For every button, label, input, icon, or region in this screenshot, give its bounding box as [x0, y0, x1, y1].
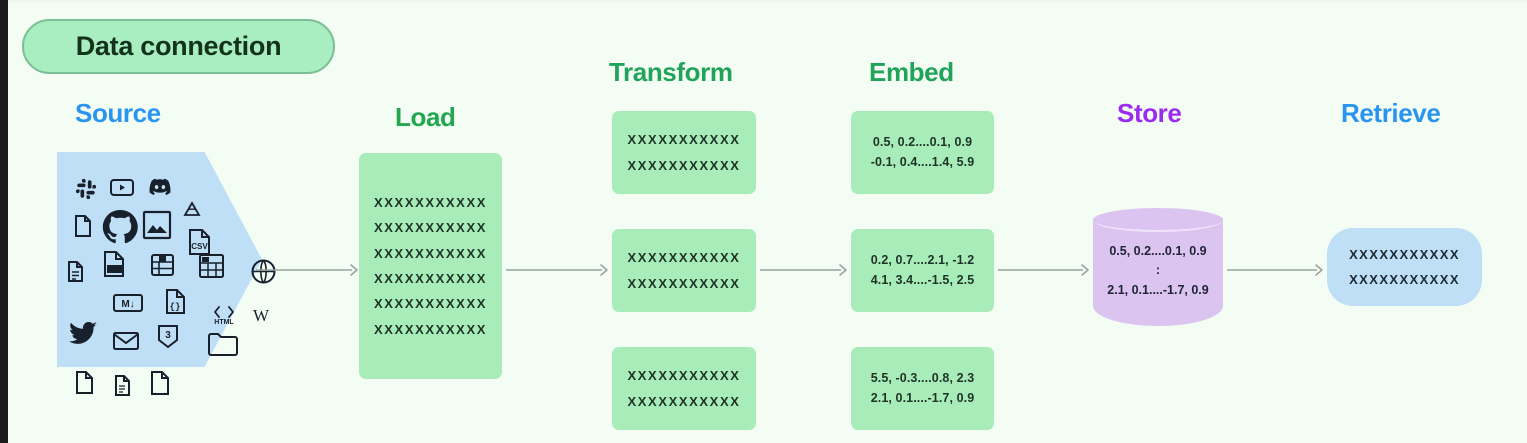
spreadsheet-icon: [197, 252, 226, 280]
file-icon: [74, 370, 95, 395]
transform-row: XXXXXXXXXXX: [627, 157, 741, 173]
csv-file-icon: CSV: [187, 228, 213, 256]
load-row: XXXXXXXXXXX: [374, 296, 487, 312]
discord-icon: [147, 176, 173, 197]
email-icon: [112, 330, 140, 352]
page-title: Data connection: [75, 31, 282, 61]
load-row: XXXXXXXXXXX: [374, 321, 487, 337]
transform-row: XXXXXXXXXXX: [627, 250, 741, 266]
cylinder-body: [1093, 218, 1223, 326]
file-blank-icon: [73, 214, 93, 238]
arrow-store-to-retrieve: [1227, 262, 1325, 278]
stage-heading-store: Store: [1117, 98, 1182, 128]
stage-heading-embed: Embed: [869, 57, 954, 87]
youtube-icon: [109, 176, 135, 198]
pdf-file-icon: [101, 250, 128, 278]
svg-text:CSV: CSV: [191, 242, 208, 251]
twitter-icon: [69, 320, 99, 346]
svg-text:M↓: M↓: [121, 299, 134, 310]
markdown-icon: M↓: [112, 292, 144, 314]
source-icon-grid: CSV: [57, 152, 276, 396]
load-row: XXXXXXXXXXX: [374, 194, 487, 210]
svg-text:W: W: [253, 306, 270, 325]
embed-vector-row: 2.1, 0.1....-1.7, 0.9: [870, 390, 975, 405]
embed-vector-row: 0.5, 0.2....0.1, 0.9: [872, 135, 973, 150]
github-icon: [101, 208, 139, 246]
load-row: XXXXXXXXXXX: [374, 271, 487, 286]
embed-vector-row: 4.1, 3.4....-1.5, 2.5: [870, 272, 975, 287]
load-row: XXXXXXXXXXX: [374, 220, 487, 236]
store-row: 0.5, 0.2....0.1, 0.9: [1109, 244, 1207, 258]
image-file-icon: [142, 210, 172, 240]
cylinder-top-ellipse: [1093, 208, 1223, 232]
arrow-source-to-load: [256, 262, 360, 278]
diagram-title-pill: Data connection: [22, 19, 335, 74]
retrieve-row: XXXXXXXXXXX: [1349, 246, 1460, 262]
transform-chunk-box: XXXXXXXXXXX XXXXXXXXXXX: [612, 229, 756, 312]
stage-heading-source: Source: [75, 98, 161, 128]
retrieve-result-box: XXXXXXXXXXX XXXXXXXXXXX: [1327, 228, 1482, 306]
transform-row: XXXXXXXXXXX: [627, 393, 741, 409]
embed-vector-box: 5.5, -0.3....0.8, 2.3 2.1, 0.1....-1.7, …: [851, 347, 994, 430]
svg-text:HTML: HTML: [214, 319, 234, 326]
wikipedia-icon: W: [249, 304, 273, 326]
folder-icon: [207, 330, 239, 357]
css3-icon: 3: [157, 324, 179, 349]
retrieve-row: XXXXXXXXXXX: [1349, 272, 1460, 287]
database-icon: [149, 252, 176, 278]
html-icon: HTML: [210, 302, 238, 326]
embed-vector-row: -0.1, 0.4....1.4, 5.9: [870, 154, 975, 169]
top-edge-strip: [8, 0, 1527, 3]
embed-vector-box: 0.5, 0.2....0.1, 0.9 -0.1, 0.4....1.4, 5…: [851, 111, 994, 194]
text-file-icon: [113, 374, 132, 397]
svg-text:3: 3: [165, 330, 171, 341]
document-lines-icon: [66, 260, 85, 283]
store-vector-text: 0.5, 0.2....0.1, 0.9 : 2.1, 0.1....-1.7,…: [1093, 242, 1223, 300]
transform-chunk-box: XXXXXXXXXXX XXXXXXXXXXX: [612, 111, 756, 194]
arrow-embed-to-store: [998, 262, 1091, 278]
arrow-transform-to-embed: [760, 262, 849, 278]
embed-vector-box: 0.2, 0.7....2.1, -1.2 4.1, 3.4....-1.5, …: [851, 229, 994, 312]
stage-heading-transform: Transform: [609, 57, 733, 87]
json-file-icon: {}: [164, 288, 187, 315]
embed-vector-row: 0.2, 0.7....2.1, -1.2: [870, 253, 975, 268]
transform-row: XXXXXXXXXXX: [627, 368, 741, 384]
load-row: XXXXXXXXXXX: [374, 245, 487, 261]
stage-heading-retrieve: Retrieve: [1341, 98, 1441, 128]
transform-row: XXXXXXXXXXX: [627, 275, 741, 291]
slack-icon: [75, 178, 97, 200]
store-database-cylinder: 0.5, 0.2....0.1, 0.9 : 2.1, 0.1....-1.7,…: [1093, 208, 1223, 336]
google-drive-icon: [181, 200, 203, 220]
left-edge-gutter: [0, 0, 8, 443]
transform-row: XXXXXXXXXXX: [627, 132, 741, 148]
arrow-load-to-transform: [506, 262, 610, 278]
page-icon: [149, 370, 171, 396]
stage-heading-load: Load: [395, 102, 456, 132]
load-document-box: XXXXXXXXXXX XXXXXXXXXXX XXXXXXXXXXX XXXX…: [359, 153, 502, 379]
transform-chunk-box: XXXXXXXXXXX XXXXXXXXXXX: [612, 347, 756, 430]
svg-text:{}: {}: [170, 302, 181, 312]
globe-icon: [250, 258, 277, 285]
store-row: :: [1155, 263, 1161, 278]
store-row: 2.1, 0.1....-1.7, 0.9: [1107, 282, 1209, 297]
embed-vector-row: 5.5, -0.3....0.8, 2.3: [870, 371, 975, 386]
